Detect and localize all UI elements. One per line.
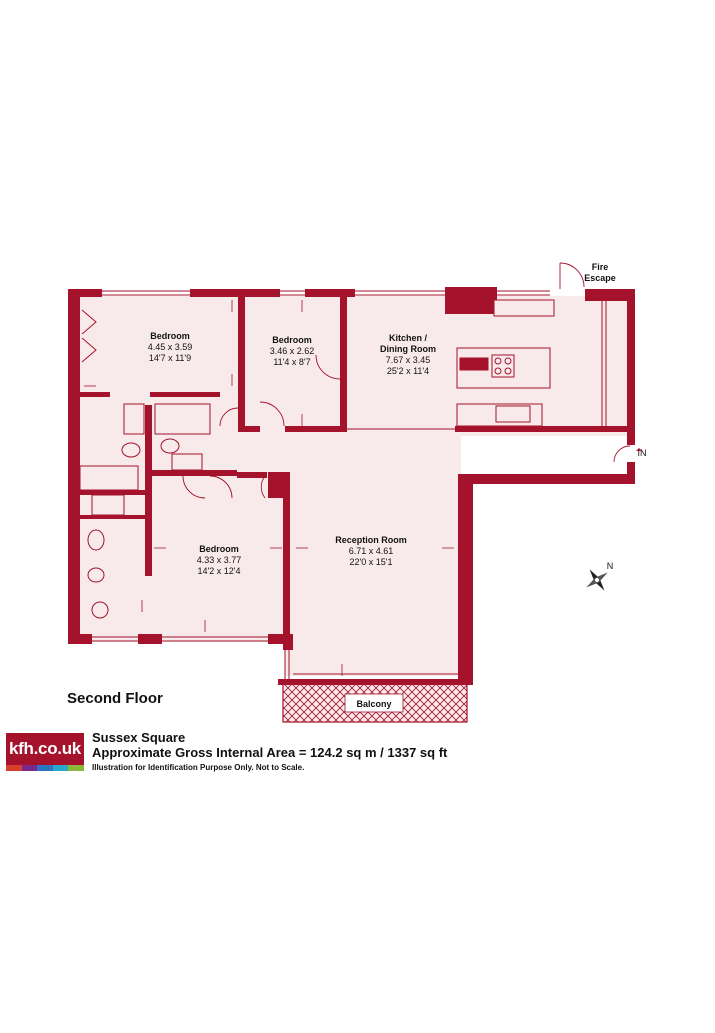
windows — [92, 290, 607, 679]
balcony-name: Balcony — [356, 699, 391, 709]
compass-icon — [586, 569, 608, 591]
entrance-label: IN — [638, 448, 647, 458]
property-disclaimer: Illustration for Identification Purpose … — [92, 763, 305, 772]
logo-color-bar — [6, 765, 84, 771]
property-info: Sussex Square Approximate Gross Internal… — [92, 730, 447, 775]
balcony-area — [282, 683, 468, 723]
reception-metric: 6.71 x 4.61 — [349, 546, 394, 556]
kfh-logo: kfh.co.uk — [6, 733, 84, 771]
fire-escape-1: Fire — [592, 262, 609, 272]
bedroom2-imperial: 11'4 x 8'7 — [273, 357, 310, 367]
logo-bar-segment — [37, 765, 53, 771]
walls — [68, 287, 635, 685]
bedroom3-name: Bedroom — [199, 544, 239, 554]
kitchen-name-1: Kitchen / — [389, 333, 428, 343]
dimension-arrows — [84, 300, 454, 676]
kitchen-imperial: 25'2 x 11'4 — [387, 366, 429, 376]
bedroom3-metric: 4.33 x 3.77 — [197, 555, 242, 565]
reception-name: Reception Room — [335, 535, 407, 545]
doors — [182, 262, 631, 499]
reception-imperial: 22'0 x 15'1 — [350, 557, 393, 567]
logo-bar-segment — [6, 765, 22, 771]
bedroom3-imperial: 14'2 x 12'4 — [198, 566, 241, 576]
bedroom1-name: Bedroom — [150, 331, 190, 341]
property-area: Approximate Gross Internal Area = 124.2 … — [92, 745, 448, 760]
kitchen-metric: 7.67 x 3.45 — [386, 355, 431, 365]
bedroom2-metric: 3.46 x 2.62 — [270, 346, 315, 356]
logo-bar-segment — [21, 765, 38, 771]
logo-bar-segment — [68, 765, 84, 771]
bedroom1-metric: 4.45 x 3.59 — [148, 342, 193, 352]
compass-north-label: N — [607, 561, 614, 571]
fixtures — [79, 299, 555, 619]
logo-text: kfh.co.uk — [9, 739, 81, 758]
property-name: Sussex Square — [92, 730, 186, 745]
logo-bar-segment — [52, 765, 69, 771]
bedroom2-name: Bedroom — [272, 335, 312, 345]
fire-escape-2: Escape — [584, 273, 616, 283]
floor-label: Second Floor — [67, 690, 163, 707]
bedroom1-imperial: 14'7 x 11'9 — [149, 353, 191, 363]
kitchen-name-2: Dining Room — [380, 344, 436, 354]
